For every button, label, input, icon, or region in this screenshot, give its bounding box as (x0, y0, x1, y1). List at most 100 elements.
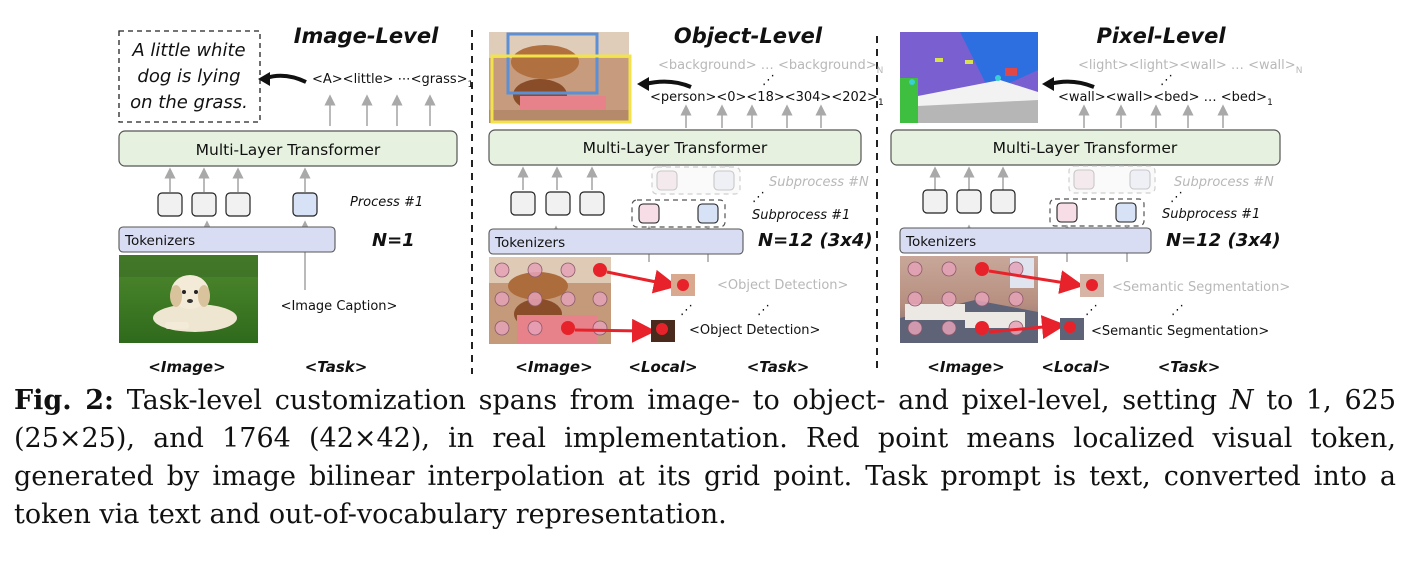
token-box-faded (1073, 169, 1095, 190)
input-label: <Image> (148, 358, 225, 376)
vertical-dots: ⋰ (762, 73, 775, 88)
n-label: N=1 (372, 230, 415, 251)
local-patch-point (656, 323, 668, 335)
tokenizers-block (488, 228, 744, 255)
task-prompt: <Object Detection> (689, 323, 820, 338)
panel-title: Object-Level (674, 24, 823, 48)
local-token-point (975, 262, 989, 276)
output-tokens-top: <background> … <background>N (658, 58, 883, 76)
transformer-block (890, 129, 1281, 166)
subprocess-n-label: Subprocess #N (769, 175, 869, 190)
output-arrow (1049, 79, 1095, 89)
n-label: N=12 (3x4) (1166, 230, 1281, 251)
figure-caption: Fig. 2: Task-level customization spans f… (14, 382, 1396, 534)
token-box (579, 191, 605, 216)
figure-label: Fig. 2: (14, 385, 114, 416)
panel-title: Image-Level (294, 24, 439, 48)
bbox-blue (506, 32, 599, 95)
bbox-yellow (490, 54, 632, 124)
token-box-faded (656, 170, 678, 191)
output-arrow-head (1042, 77, 1054, 91)
input-label: <Task> (747, 358, 810, 376)
tokenizers-label: Tokenizers (124, 233, 195, 249)
caption-n-variable: N (1229, 385, 1254, 416)
subprocess-1-label: Subprocess #1 (752, 208, 850, 223)
grid-points (907, 261, 1024, 336)
input-label: <Image> (515, 358, 592, 376)
transformer-label: Multi-Layer Transformer (196, 141, 381, 159)
token-box (990, 189, 1016, 214)
local-arrow (988, 269, 1084, 294)
transformer-block (118, 130, 458, 167)
input-label: <Local> (1041, 358, 1110, 376)
task-prompt-top: <Semantic Segmentation> (1112, 280, 1290, 295)
token-box-faded (713, 170, 735, 191)
tokenizers-label: Tokenizers (494, 235, 565, 251)
task-prompt: <Image Caption> (281, 299, 398, 314)
input-label: <Task> (1158, 358, 1221, 376)
vertical-dots: ⋰ (680, 303, 693, 318)
task-prompt-top: <Object Detection> (717, 278, 848, 293)
subprocess-1-label: Subprocess #1 (1162, 207, 1260, 222)
token-box (510, 191, 536, 216)
output-tokens: <A><little> ⋯<grass>1 (312, 72, 473, 90)
transformer-label: Multi-Layer Transformer (993, 139, 1178, 157)
token-box (225, 192, 251, 217)
generated-caption-line: on the grass. (130, 92, 248, 113)
vertical-dots: ⋰ (1085, 303, 1098, 318)
detection-output-image (489, 32, 629, 123)
tokenizers-block (899, 227, 1152, 254)
caption-text: Task-level customization spans from imag… (113, 385, 1230, 416)
input-label: <Task> (305, 358, 368, 376)
output-arrow-head (637, 77, 649, 91)
output-tokens-top: <light><light><wall> … <wall>N (1078, 58, 1302, 76)
token-box (545, 191, 571, 216)
vertical-dots: ⋰ (1170, 190, 1183, 205)
output-arrow (644, 79, 692, 89)
local-token-box (638, 203, 660, 224)
token-box-faded (1129, 169, 1151, 190)
pixel-level-panel: Pixel-Level <light><light><wall> … <wall… (890, 24, 1302, 376)
segmentation-output-image (900, 32, 1038, 123)
token-box (157, 192, 183, 217)
dog-image (119, 255, 258, 343)
object-level-panel: Object-Level <background> … <background>… (488, 24, 884, 376)
transformer-block (488, 129, 862, 166)
vertical-dots: ⋰ (752, 190, 765, 205)
generated-caption-box (118, 30, 261, 123)
token-box (922, 189, 948, 214)
input-label: <Image> (927, 358, 1004, 376)
output-tokens: <person><0><18><304><202>1 (650, 90, 884, 108)
figure-diagram: Image-Level A little white dog is lying … (118, 24, 1302, 376)
output-tokens: <wall><wall><bed> … <bed>1 (1058, 90, 1273, 108)
local-arrow (574, 318, 656, 343)
local-patch-point (1086, 279, 1098, 291)
local-patch-point (677, 279, 689, 291)
subprocess-n-label: Subprocess #N (1174, 175, 1274, 190)
local-patch-point (1064, 321, 1076, 333)
task-token-box (292, 192, 318, 217)
local-token-box (1056, 202, 1078, 223)
task-prompt: <Semantic Segmentation> (1091, 324, 1269, 339)
process-label: Process #1 (350, 195, 423, 210)
vertical-dots: ⋰ (757, 303, 770, 318)
input-label: <Local> (628, 358, 697, 376)
vertical-dots: ⋰ (1160, 73, 1173, 88)
image-level-panel: Image-Level A little white dog is lying … (118, 24, 473, 376)
panel-title: Pixel-Level (1096, 24, 1226, 48)
output-arrow-head (258, 72, 270, 86)
task-token-box (1115, 202, 1137, 223)
output-arrow (265, 73, 307, 84)
local-arrow (988, 315, 1066, 340)
transformer-label: Multi-Layer Transformer (583, 139, 768, 157)
tokenizers-block (118, 226, 336, 253)
generated-caption-line: A little white (131, 40, 245, 61)
generated-caption-line: dog is lying (137, 66, 240, 87)
local-token-point (561, 321, 575, 335)
task-token-box (697, 203, 719, 224)
n-label: N=12 (3x4) (758, 230, 873, 251)
tokenizers-label: Tokenizers (905, 234, 976, 250)
caption-text: to 1, 625 (25×25), and 1764 (42×42), in … (14, 385, 1396, 530)
vertical-dots: ⋰ (1171, 303, 1184, 318)
local-arrow (606, 269, 678, 294)
